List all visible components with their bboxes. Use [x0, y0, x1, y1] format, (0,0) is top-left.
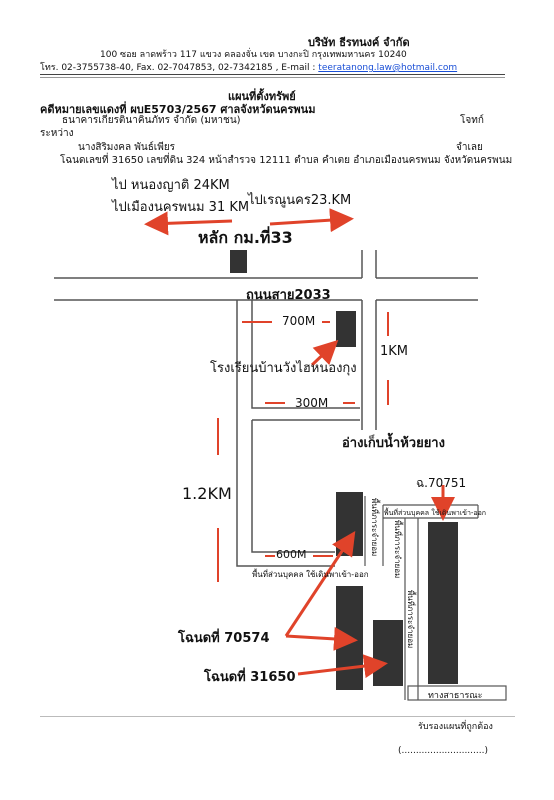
km-marker-post: [230, 250, 247, 273]
document-title: แผนที่ตั้งทรัพย์: [228, 90, 296, 103]
plaintiff-role: โจทก์: [460, 115, 484, 126]
servitude-label-1: พื้นที่ภาระจำยอม: [370, 498, 381, 556]
plot-31650: [373, 620, 403, 686]
village-road: [236, 300, 360, 567]
label-to-renu-nakhon: ไปเรณูนคร23.KM: [248, 193, 352, 208]
arrow-to-31650: [297, 654, 388, 679]
label-deed-31650: โฉนดที่ 31650: [204, 670, 296, 685]
certify-label: รับรองแผนที่ถูกต้อง: [418, 722, 493, 732]
private-path-label-2: พื้นที่ส่วนบุคคล ใช้เดินพาเข้า-ออก: [384, 506, 486, 517]
footer-divider: [40, 716, 515, 717]
label-km-marker: หลัก กม.ที่33: [198, 228, 293, 247]
label-to-nakhon-phanom: ไปเมืองนครพนม 31 KM: [112, 200, 250, 215]
header-divider-secondary: [40, 77, 505, 78]
label-reservoir: อ่างเก็บน้ำห้วยยาง: [342, 436, 445, 451]
deed-description: โฉนดเลขที่ 31650 เลขที่ดิน 324 หน้าสำรวจ…: [60, 155, 513, 166]
label-300m: 300M: [295, 396, 329, 410]
plot-70574-upper: [336, 492, 363, 556]
label-public-way: ทางสาธารณะ: [428, 691, 483, 701]
company-contact: โทร. 02-3755738-40, Fax. 02-7047853, 02-…: [40, 60, 457, 74]
servitude-path: [364, 496, 479, 700]
case-number: คดีหมายเลขแดงที่ ผบE5703/2567 ศาลจังหวัด…: [40, 103, 316, 116]
arrow-to-renu-nakhon: [269, 208, 354, 233]
servitude-label-3: พื้นที่ภาระจำยอม: [406, 590, 417, 648]
private-path-label-1: พื้นที่ส่วนบุคคล ใช้เดินพาเข้า-ออก: [252, 568, 369, 579]
highway-2033: [54, 250, 478, 301]
label-1-2km: 1.2KM: [182, 484, 232, 503]
label-deed-70574: โฉนดที่ 70574: [178, 631, 270, 646]
label-road-2033: ถนนสาย2033: [246, 288, 331, 303]
company-address: 100 ซอย ลาดพร้าว 117 แขวง คลองจั่น เขต บ…: [100, 50, 407, 60]
label-school: โรงเรียนบ้านวังไฮหนองกุง: [210, 361, 357, 376]
header-divider: [40, 74, 505, 75]
defendant-role: จำเลย: [456, 142, 483, 153]
arrow-to-70574-lower: [285, 626, 358, 651]
label-to-nong-yat: ไป หนองญาติ 24KM: [112, 178, 230, 193]
plaintiff-name: ธนาคารเกียรตินาคินภัทร จำกัด (มหาชน): [62, 115, 241, 126]
school-building: [336, 311, 356, 347]
label-600m: 600M: [276, 548, 307, 561]
contact-phone-fax: โทร. 02-3755738-40, Fax. 02-7047853, 02-…: [40, 63, 316, 73]
label-deed-70751: ฉ.70751: [416, 476, 467, 490]
road-to-reservoir: [361, 300, 377, 430]
distance-ticks: [217, 312, 389, 582]
label-1km: 1KM: [380, 344, 409, 359]
defendant-name: นางสิริมงคล พันธ์เพียร: [78, 142, 176, 153]
arrow-to-70574-upper: [284, 530, 356, 637]
company-name: บริษัท ธีรทนงค์ จำกัด: [308, 36, 410, 49]
public-way-box: [407, 685, 507, 701]
arrow-to-nakhon-phanom: [144, 211, 233, 236]
plot-70751: [428, 522, 458, 684]
between-label: ระหว่าง: [40, 128, 74, 139]
signature-line: (.............................): [398, 746, 488, 756]
label-700m: 700M: [282, 314, 316, 328]
arrow-to-school: [310, 339, 339, 367]
servitude-label-2: พื้นที่ภาระจำยอม: [393, 520, 404, 578]
contact-email-link[interactable]: teeratanong.law@hotmail.com: [318, 63, 458, 73]
